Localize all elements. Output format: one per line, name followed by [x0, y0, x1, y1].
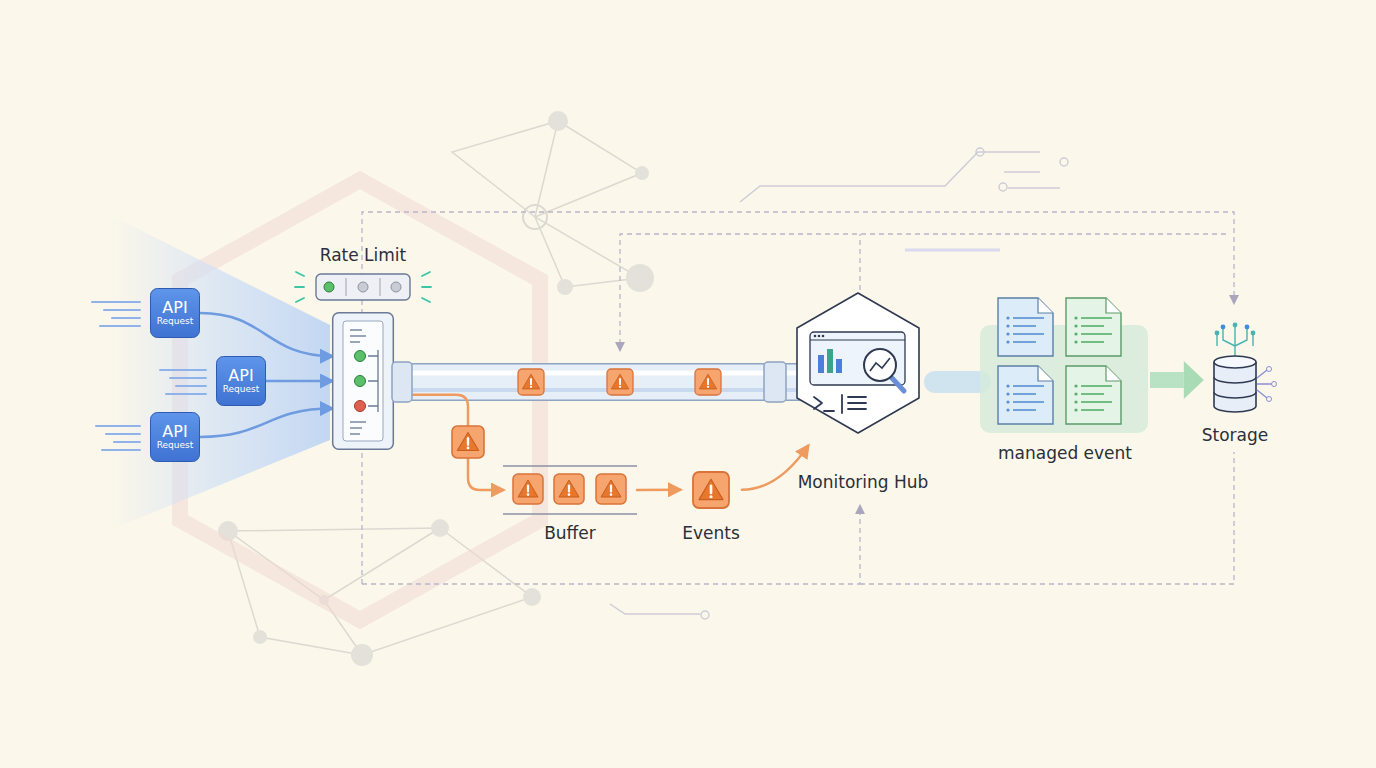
api-sublabel: Request — [223, 384, 260, 395]
connector-line — [200, 313, 332, 356]
text-group: Events — [590, 523, 832, 543]
document-icon — [998, 298, 1053, 356]
warning-icon — [554, 474, 584, 504]
dashed-feedback-lines — [362, 212, 1234, 584]
node-label: Rate Limit — [242, 245, 484, 265]
curve-connector — [200, 409, 332, 437]
pipe-connector — [394, 373, 800, 390]
text-group: Monitoring Hub — [694, 472, 1032, 492]
events-node: Events — [680, 470, 742, 546]
warning-icon — [452, 426, 484, 458]
api-node: APIRequest — [150, 288, 200, 338]
warning-icon — [596, 474, 626, 504]
circuit-decoration — [610, 148, 1068, 619]
storage-node: Storage — [1195, 320, 1275, 446]
document-icon — [1066, 366, 1121, 424]
connector-line — [935, 371, 980, 393]
api-label: API — [162, 299, 187, 316]
elbow-connector — [394, 395, 503, 490]
fat-arrow-shaft — [1150, 372, 1184, 388]
node-label: Monitoring Hub — [694, 472, 1032, 492]
api-node: APIRequest — [216, 356, 266, 406]
text-group: Storage — [1105, 425, 1365, 445]
managed-event-band — [980, 296, 1150, 466]
text-group: APIRequest — [216, 356, 266, 406]
text-group: APIRequest — [150, 288, 200, 338]
api-sublabel: Request — [157, 316, 194, 327]
warning-icon — [607, 369, 633, 395]
text-group: Buffer — [413, 523, 727, 543]
network-dots — [218, 111, 654, 666]
pipe-outline — [394, 363, 800, 401]
text-group: Rate Limit — [242, 245, 484, 265]
api-label: API — [162, 423, 187, 440]
warning-icon — [513, 474, 543, 504]
fat-connector — [1150, 361, 1204, 399]
text-group: managed event — [890, 443, 1240, 463]
node-label: Storage — [1105, 425, 1365, 445]
pipe-shade — [394, 388, 800, 392]
curve-connector — [266, 381, 332, 382]
node-label: managed event — [890, 443, 1240, 463]
text-group: APIRequest — [150, 412, 200, 462]
rate-limiter-shape — [332, 312, 394, 450]
warning-icon — [518, 369, 544, 395]
hub-node: Monitoring Hub — [784, 293, 942, 495]
curve-connector — [200, 313, 332, 356]
request-funnel — [110, 215, 330, 530]
api-sublabel: Request — [157, 440, 194, 451]
document-icon — [1066, 298, 1121, 356]
fat-arrow-head — [1184, 361, 1204, 399]
connector-line — [200, 409, 332, 437]
api-node: APIRequest — [150, 412, 200, 462]
band-connector — [935, 381, 980, 382]
straight-connector — [637, 489, 680, 490]
connector-line — [266, 380, 332, 383]
api-label: API — [228, 367, 253, 384]
managed-node: managed event — [980, 296, 1150, 466]
warning-icon — [693, 472, 729, 508]
pipe-body — [394, 364, 800, 399]
warning-icon — [695, 369, 721, 395]
connector-line — [637, 489, 680, 492]
network-decoration — [228, 121, 642, 655]
pipe-highlight — [394, 370, 800, 375]
document-icon — [998, 366, 1053, 424]
node-label: Buffer — [413, 523, 727, 543]
warning-icons — [452, 369, 721, 458]
hexagon-watermark — [180, 180, 540, 620]
connector-line — [394, 395, 503, 490]
pipe-caps — [392, 362, 786, 402]
buffer-node: Buffer — [503, 466, 637, 546]
node-label: Events — [590, 523, 832, 543]
hub-hexagon — [784, 293, 942, 495]
rate-node: Rate Limit — [332, 312, 394, 450]
